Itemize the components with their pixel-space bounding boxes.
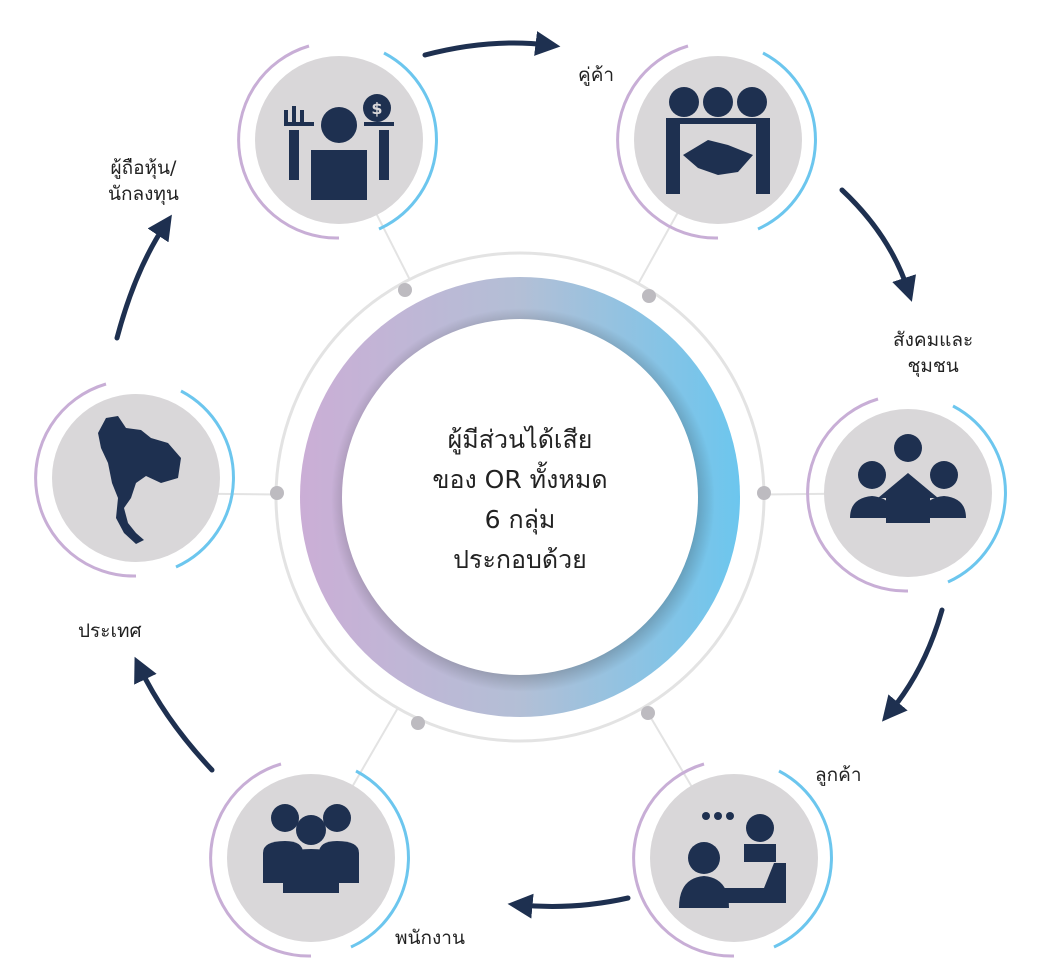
label-line: นักลงทุน bbox=[108, 183, 179, 205]
handshake-currency-icon bbox=[666, 87, 770, 194]
label-employees: พนักงาน bbox=[395, 925, 465, 951]
label-country: ประเทศ bbox=[78, 618, 142, 644]
node-customers bbox=[632, 762, 833, 958]
node-community bbox=[806, 397, 1007, 593]
label-line: ประเทศ bbox=[78, 620, 142, 642]
svg-text:$: $ bbox=[371, 99, 382, 118]
center-line: ของ OR ทั้งหมด bbox=[432, 465, 608, 494]
thailand-map-icon bbox=[98, 416, 181, 544]
arrow-country-to-shareholders bbox=[114, 214, 172, 341]
connector-dots bbox=[270, 283, 771, 730]
arrow-employees-to-country bbox=[134, 656, 215, 773]
label-suppliers: คู่ค้า bbox=[578, 62, 614, 88]
node-employees bbox=[209, 762, 410, 958]
node-shareholders: $ bbox=[237, 44, 438, 240]
community-house-icon bbox=[850, 434, 966, 523]
center-line: ผู้มีส่วนได้เสีย bbox=[447, 425, 593, 454]
label-line: พนักงาน bbox=[395, 927, 465, 949]
investor-icon bbox=[284, 94, 394, 200]
label-line: ชุมชน bbox=[907, 355, 959, 377]
label-line: คู่ค้า bbox=[578, 64, 615, 86]
center-title: ผู้มีส่วนได้เสีย ของ OR ทั้งหมด 6 กลุ่ม … bbox=[370, 420, 670, 580]
label-customers: ลูกค้า bbox=[815, 762, 862, 788]
cycle-arrows bbox=[114, 31, 945, 919]
center-line: 6 กลุ่ม bbox=[484, 505, 556, 534]
label-line: ลูกค้า bbox=[815, 764, 862, 786]
arrow-customers-to-employees bbox=[507, 893, 631, 919]
label-line: ผู้ถือหุ้น/ bbox=[110, 157, 177, 179]
node-country bbox=[34, 382, 235, 578]
label-community: สังคมและ ชุมชน bbox=[893, 327, 973, 379]
arrow-shareholders-to-suppliers bbox=[422, 31, 561, 58]
employees-group-icon bbox=[263, 804, 359, 893]
customer-thumbs-up-icon bbox=[679, 812, 786, 908]
label-line: สังคมและ bbox=[893, 329, 974, 351]
arrow-community-to-customers bbox=[881, 607, 945, 722]
center-line: ประกอบด้วย bbox=[453, 545, 587, 574]
arrow-suppliers-to-community bbox=[839, 187, 916, 302]
label-shareholders: ผู้ถือหุ้น/ นักลงทุน bbox=[108, 155, 179, 207]
center-disc bbox=[342, 319, 698, 675]
node-suppliers bbox=[616, 44, 817, 240]
